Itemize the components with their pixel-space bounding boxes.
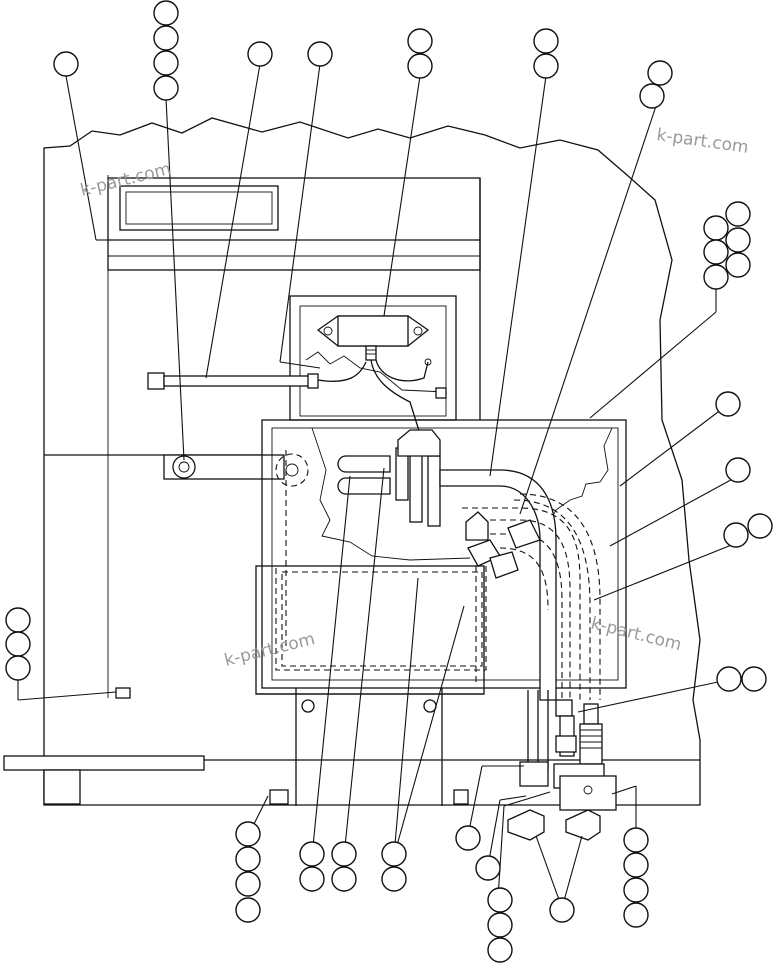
callout-a bbox=[153, 0, 179, 101]
callout-c bbox=[247, 41, 273, 67]
watermark-3: k-part.com bbox=[222, 629, 317, 671]
callout-e bbox=[407, 28, 433, 79]
upper-panel bbox=[44, 177, 481, 456]
callout-l bbox=[716, 666, 767, 692]
callout-j bbox=[725, 457, 751, 483]
watermark-4: k-part.com bbox=[589, 613, 684, 655]
callout-v bbox=[623, 827, 649, 928]
callout-u bbox=[549, 897, 575, 923]
callout-t bbox=[487, 887, 513, 963]
callout-k bbox=[723, 513, 773, 548]
callout-o bbox=[299, 841, 325, 892]
watermarks: k-part.com k-part.com k-part.com k-part.… bbox=[78, 125, 749, 671]
callout-f bbox=[533, 28, 559, 79]
leader-lines bbox=[17, 63, 739, 909]
callout-s bbox=[475, 855, 501, 881]
callout-b bbox=[53, 51, 79, 77]
pipe-assembly bbox=[337, 429, 601, 701]
callout-r bbox=[455, 825, 481, 851]
callout-q bbox=[381, 841, 407, 892]
callout-d bbox=[307, 41, 333, 67]
callout-h bbox=[703, 201, 751, 290]
callout-i bbox=[715, 391, 741, 417]
callout-balloons bbox=[5, 0, 773, 963]
hose-fittings bbox=[507, 690, 617, 841]
control-rod bbox=[147, 372, 319, 390]
callout-p bbox=[331, 841, 357, 892]
valve-housing bbox=[261, 419, 627, 689]
controller-unit bbox=[316, 315, 447, 435]
pivot-arm bbox=[163, 454, 285, 480]
inner-tank bbox=[255, 565, 487, 695]
callout-m bbox=[5, 607, 31, 681]
callout-n bbox=[235, 821, 261, 923]
callout-g bbox=[639, 60, 673, 109]
watermark-2: k-part.com bbox=[655, 125, 749, 158]
base-frame bbox=[3, 687, 484, 806]
